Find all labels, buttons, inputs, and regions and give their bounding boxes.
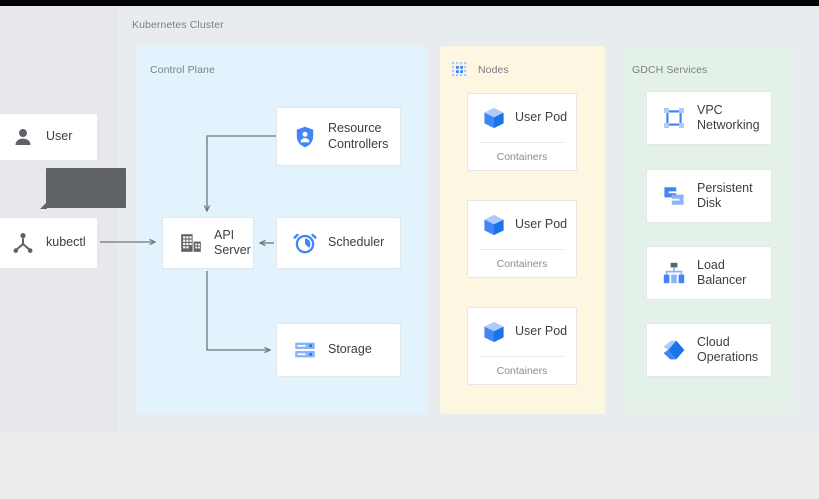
pod-label: User Pod [515, 217, 568, 232]
pod-divider [480, 356, 564, 357]
persistent-disk-icon [662, 184, 686, 208]
person-icon [11, 125, 35, 149]
pod-containers-label: Containers [496, 150, 548, 163]
pod-header: User Pod [468, 308, 576, 356]
pod-divider [480, 249, 564, 250]
window-top-bar-right [222, 0, 819, 6]
card-kubectl[interactable]: kubectl [0, 217, 98, 269]
pod-label: User Pod [515, 324, 568, 339]
card-storage-label: Storage [328, 342, 372, 357]
card-scheduler[interactable]: Scheduler [276, 217, 401, 269]
card-resource-controllers-label: Resource Controllers [328, 121, 389, 151]
pod-containers-label: Containers [496, 257, 548, 270]
hover-tooltip [40, 168, 126, 209]
pod-header: User Pod [468, 201, 576, 249]
building-grid-icon [179, 231, 203, 255]
card-cloud-operations[interactable]: Cloud Operations [646, 323, 772, 377]
pod-divider [480, 142, 564, 143]
pod-card[interactable]: User Pod Containers [467, 93, 577, 171]
card-scheduler-label: Scheduler [328, 235, 385, 250]
card-load-balancer-label: Load Balancer [697, 257, 747, 287]
card-user[interactable]: User [0, 113, 98, 161]
card-persistent-disk-label: Persistent Disk [697, 180, 753, 210]
card-storage[interactable]: Storage [276, 323, 401, 377]
card-kubectl-label: kubectl [46, 235, 86, 250]
card-user-label: User [46, 129, 73, 144]
zone-title-control-plane: Control Plane [150, 64, 215, 76]
kubectl-icon [11, 231, 35, 255]
shield-person-icon [293, 125, 317, 149]
pod-card[interactable]: User Pod Containers [467, 307, 577, 385]
card-api-server-label: API Server [214, 227, 251, 257]
window-top-bar [0, 0, 222, 7]
cube-icon [482, 320, 506, 344]
dot-grid-icon [451, 61, 469, 79]
page-surface-bottom [0, 433, 819, 499]
pod-containers-label: Containers [496, 364, 548, 377]
cloud-operations-icon [662, 338, 686, 362]
card-persistent-disk[interactable]: Persistent Disk [646, 169, 772, 223]
card-cloud-operations-label: Cloud Operations [697, 334, 759, 364]
card-vpc-networking-label: VPC Networking [697, 102, 760, 132]
pod-label: User Pod [515, 110, 568, 125]
alarm-clock-icon [293, 231, 317, 255]
card-vpc-networking[interactable]: VPC Networking [646, 91, 772, 145]
card-load-balancer[interactable]: Load Balancer [646, 246, 772, 300]
cube-icon [482, 213, 506, 237]
zone-title-nodes: Nodes [478, 64, 509, 76]
card-resource-controllers[interactable]: Resource Controllers [276, 107, 401, 166]
pod-card[interactable]: User Pod Containers [467, 200, 577, 278]
storage-rack-icon [293, 338, 317, 362]
zone-title-gdch-services: GDCH Services [632, 64, 708, 76]
cube-icon [482, 106, 506, 130]
card-api-server[interactable]: API Server [162, 217, 254, 269]
load-balancer-icon [662, 261, 686, 285]
pod-header: User Pod [468, 94, 576, 142]
cluster-title: Kubernetes Cluster [132, 19, 224, 31]
vpc-network-icon [662, 106, 686, 130]
